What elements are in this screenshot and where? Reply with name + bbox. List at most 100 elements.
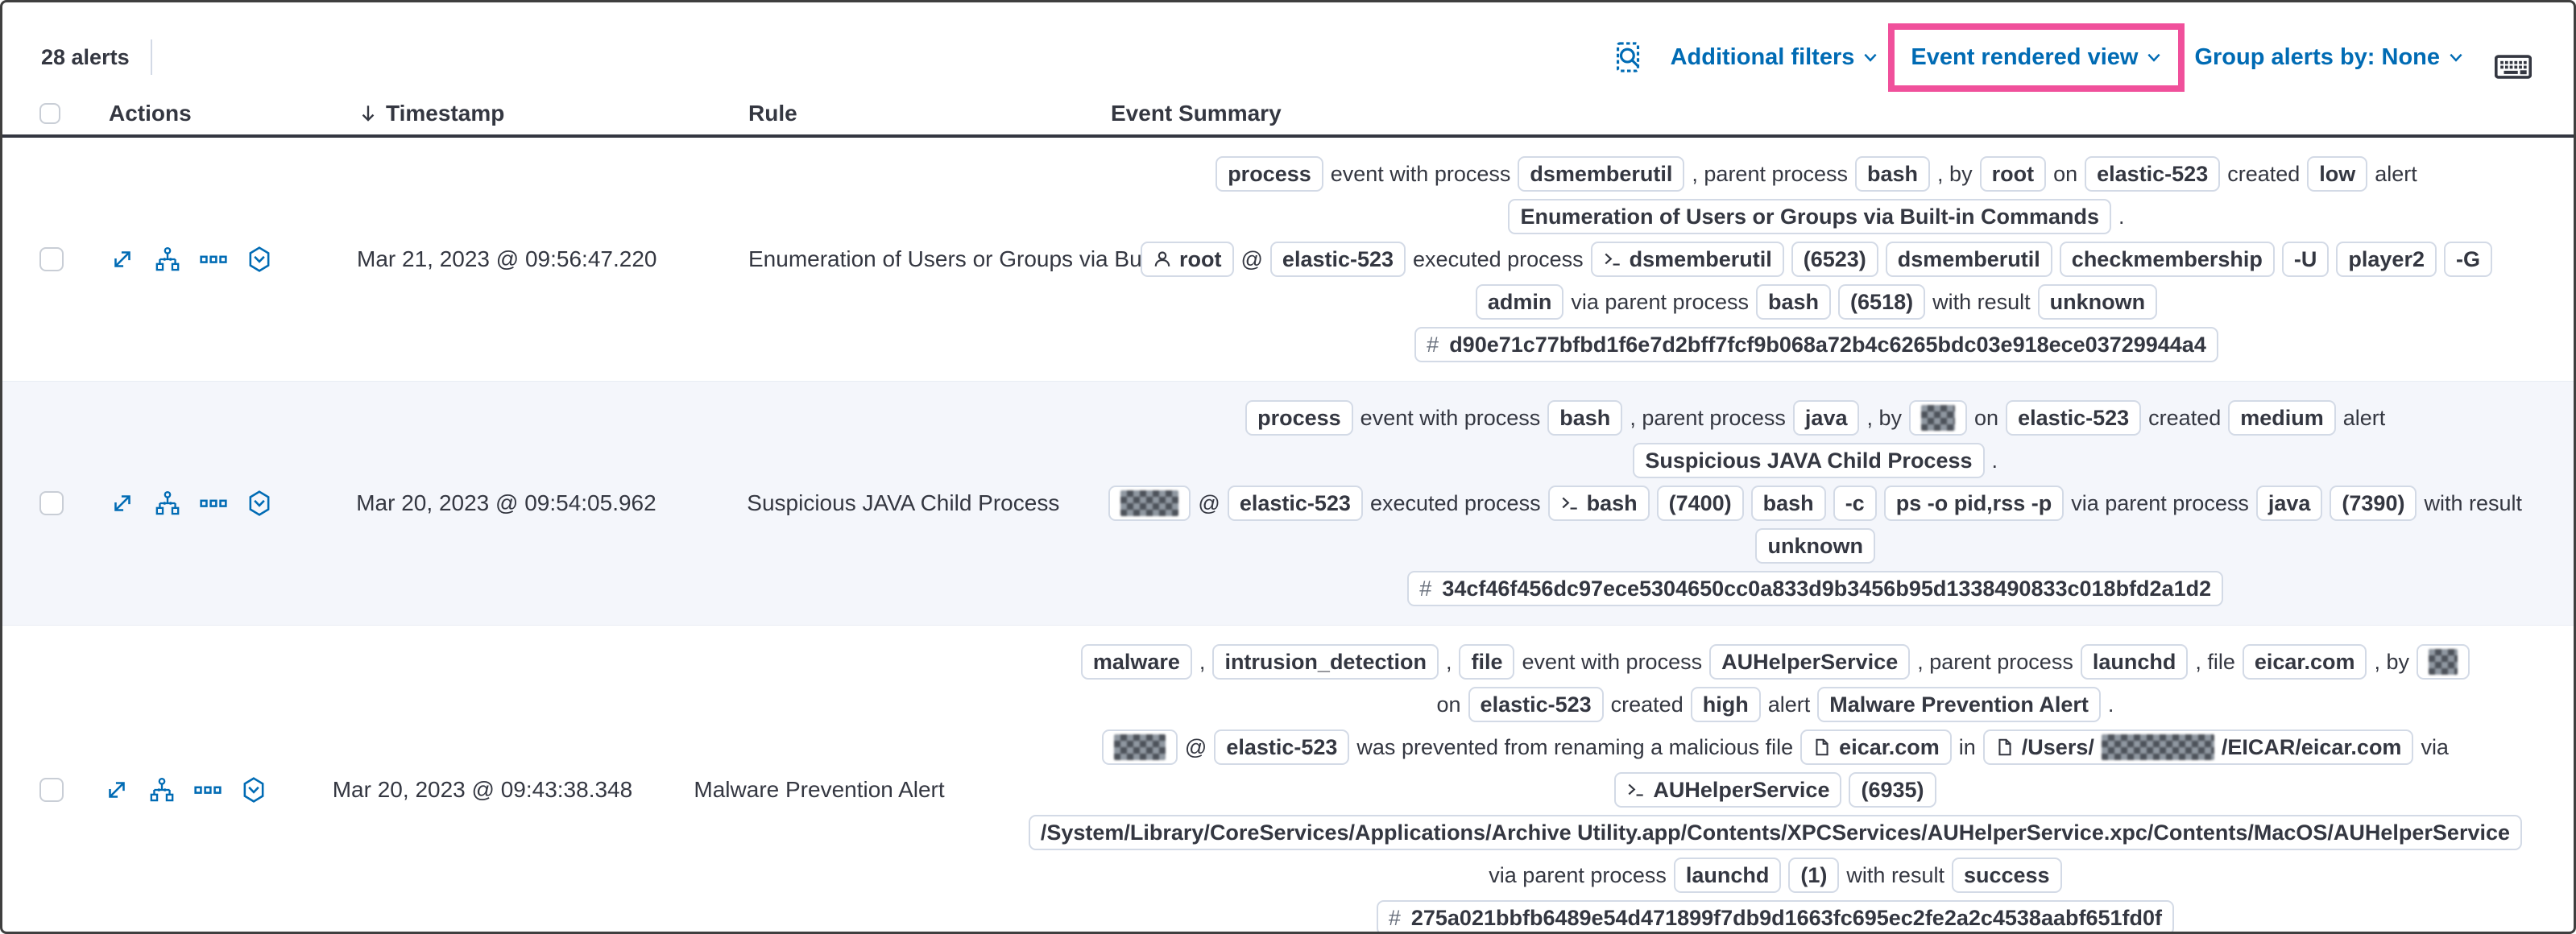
event-field-badge[interactable]: bash [1750,486,1826,521]
event-field-badge[interactable]: /Users//EICAR/eicar.com [1982,729,2414,765]
sort-descending-icon[interactable] [357,102,379,125]
event-field-badge[interactable]: high [1690,687,1761,722]
event-field-badge[interactable]: Suspicious JAVA Child Process [1633,443,1985,478]
row-checkbox[interactable] [39,247,64,271]
event-field-badge[interactable]: #275a021bbfb6489e54d471899f7db9d1663fc69… [1376,900,2175,932]
session-view-icon[interactable] [246,490,273,517]
summary-text: in [1958,734,1976,759]
event-field-badge[interactable]: checkmembership [2059,242,2275,277]
event-field-badge[interactable]: success [1951,858,2062,893]
event-field-badge[interactable]: (7400) [1656,486,1744,521]
event-field-badge[interactable]: (6523) [1791,242,1878,277]
badge-text: bash [1762,490,1814,515]
more-actions-icon[interactable] [199,246,228,273]
badge-text: launchd [2092,649,2176,674]
event-field-badge[interactable]: /System/Library/CoreServices/Application… [1028,815,2523,850]
event-field-badge[interactable]: eicar.com [1800,729,1952,765]
event-field-badge[interactable] [2417,644,2470,680]
event-field-badge[interactable]: admin [1475,284,1564,320]
summary-text: event with process [1522,649,1703,674]
event-field-badge[interactable] [1108,486,1191,521]
event-field-badge[interactable]: #34cf46f456dc97ece5304650cc0a833d9b3456b… [1407,571,2224,606]
event-field-badge[interactable]: -G [2443,242,2492,277]
event-field-badge[interactable]: dsmemberutil [1518,156,1685,192]
event-field-badge[interactable]: root [1141,242,1234,277]
event-field-badge[interactable]: unknown [1755,528,1875,564]
event-field-badge[interactable]: process [1245,400,1353,436]
event-field-badge[interactable]: root [1979,156,2047,192]
timestamp-column-header[interactable]: Timestamp [386,101,505,126]
event-field-badge[interactable]: Enumeration of Users or Groups via Built… [1508,199,2112,234]
more-actions-icon[interactable] [193,776,222,804]
event-field-badge[interactable] [1909,400,1968,436]
event-field-badge[interactable]: bash [1547,400,1623,436]
summary-text: alert [2375,161,2417,186]
row-checkbox-cell [39,778,103,802]
row-checkbox[interactable] [39,778,64,802]
event-field-badge[interactable]: dsmemberutil [1885,242,2052,277]
analyze-event-icon[interactable] [154,490,181,517]
event-field-badge[interactable]: -U [2281,242,2330,277]
event-field-badge[interactable]: AUHelperService [1709,644,1911,680]
rule-name: Enumeration of Users or Groups via Bui [748,246,1147,271]
group-alerts-by-button[interactable]: Group alerts by: None [2194,44,2464,71]
event-field-badge[interactable]: elastic-523 [1468,687,1604,722]
keyboard-shortcuts-icon[interactable] [2495,52,2532,81]
event-field-badge[interactable]: launchd [2080,644,2189,680]
view-selector-button[interactable]: Event rendered view [1911,44,2162,71]
rule-column-header[interactable]: Rule [748,101,797,126]
event-field-badge[interactable]: java [2255,486,2323,521]
chevron-down-icon [2448,49,2464,65]
analyze-event-icon[interactable] [148,776,176,804]
expand-alert-icon[interactable] [109,490,136,517]
row-checkbox[interactable] [39,491,64,515]
event-field-badge[interactable]: elastic-523 [1269,242,1406,277]
event-field-badge[interactable] [1101,729,1178,765]
session-view-icon[interactable] [240,776,267,804]
event-field-badge[interactable]: intrusion_detection [1212,644,1439,680]
event-field-badge[interactable]: (1) [1788,858,1840,893]
event-field-badge[interactable]: process [1216,156,1323,192]
expand-alert-icon[interactable] [103,776,130,804]
badge-text: malware [1092,649,1180,674]
summary-text: on [1974,405,1999,430]
inspect-icon[interactable] [1613,40,1646,74]
event-field-badge[interactable]: -c [1833,486,1877,521]
event-summary-line: #d90e71c77bfbd1f6e7d2bff7fcf9b068a72b4c6… [1414,326,2218,363]
event-field-badge[interactable]: dsmemberutil [1590,242,1784,277]
additional-filters-button[interactable]: Additional filters [1671,44,1879,71]
badge-text: dsmemberutil [1530,161,1673,186]
event-field-badge[interactable]: unknown [2037,284,2158,320]
event-field-badge[interactable]: elastic-523 [1214,729,1350,765]
event-field-badge[interactable]: (6518) [1838,284,1926,320]
event-field-badge[interactable]: java [1792,400,1860,436]
event-field-badge[interactable]: AUHelperService [1614,772,1842,808]
event-field-badge[interactable]: (7390) [2330,486,2417,521]
event-field-badge[interactable]: bash [1756,284,1832,320]
event-field-badge[interactable]: launchd [1673,858,1782,893]
event-field-badge[interactable]: eicar.com [2242,644,2367,680]
event-field-badge[interactable]: ps -o pid,rss -p [1883,486,2065,521]
event-field-badge[interactable]: player2 [2336,242,2437,277]
event-field-badge[interactable]: low [2307,156,2368,192]
summary-text: executed process [1369,490,1541,515]
event-field-badge[interactable]: malware [1080,644,1192,680]
event-field-badge[interactable]: bash [1547,486,1650,521]
event-field-badge[interactable]: file [1459,644,1515,680]
select-all-checkbox[interactable] [39,103,60,124]
event-field-badge[interactable]: elastic-523 [2006,400,2142,436]
expand-alert-icon[interactable] [109,246,136,273]
event-field-badge[interactable]: elastic-523 [2085,156,2221,192]
toolbar-right-group: Additional filters Event rendered view G… [1613,23,2532,92]
summary-text: with result [2424,490,2522,515]
analyze-event-icon[interactable] [154,246,181,273]
event-field-badge[interactable]: elastic-523 [1227,486,1363,521]
event-field-badge[interactable]: #d90e71c77bfbd1f6e7d2bff7fcf9b068a72b4c6… [1414,327,2218,362]
event-field-badge[interactable]: medium [2228,400,2336,436]
event-field-badge[interactable]: (6935) [1849,772,1936,808]
event-field-badge[interactable]: bash [1855,156,1931,192]
event-field-badge[interactable]: Malware Prevention Alert [1817,687,2101,722]
session-view-icon[interactable] [246,246,273,273]
more-actions-icon[interactable] [199,490,228,517]
